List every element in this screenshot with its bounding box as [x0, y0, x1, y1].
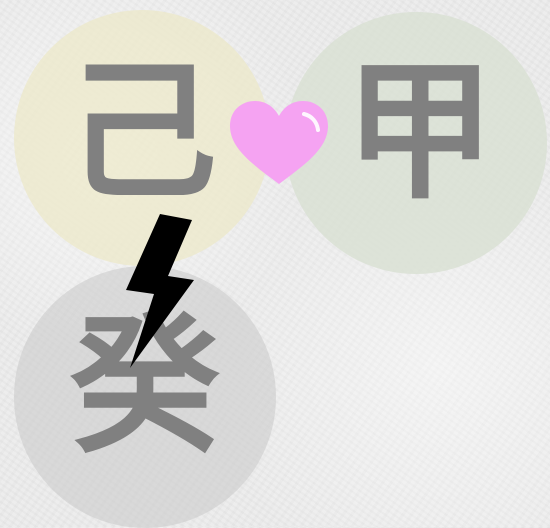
char-ji: 己	[66, 46, 217, 220]
heart-icon	[230, 101, 328, 184]
circle-ji	[14, 10, 270, 266]
char-jia: 甲	[344, 46, 495, 220]
circle-jia	[285, 12, 547, 274]
circle-gui	[14, 266, 276, 528]
lightning-bolt-icon	[126, 214, 194, 368]
